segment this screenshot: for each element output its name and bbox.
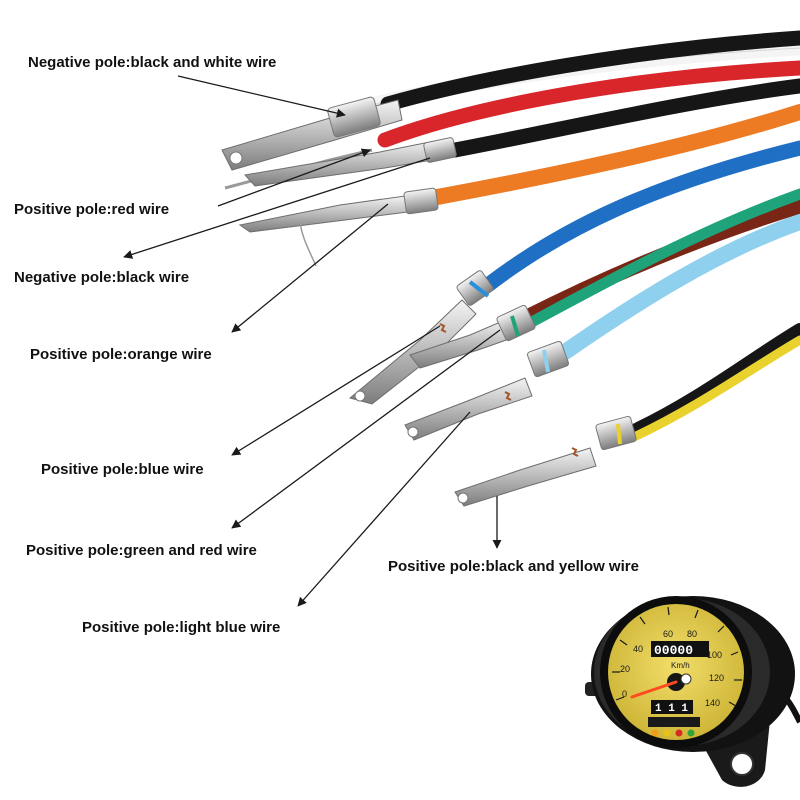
- indicator-lights: [648, 717, 700, 737]
- black-yellow-wire: [627, 335, 800, 443]
- odometer-window: [651, 641, 709, 657]
- connector-black-yellow: [454, 415, 637, 507]
- trip-reset-knob: [680, 673, 692, 685]
- speed-unit: Km/h: [671, 661, 690, 670]
- callout-labels: Negative pole:black and white wire Posit…: [14, 54, 639, 636]
- label-pos-red: Positive pole:red wire: [14, 201, 169, 218]
- arrow-pos-red: [217, 148, 371, 207]
- arrow-neg-black: [123, 157, 431, 259]
- black-wire: [447, 78, 800, 158]
- gauge-face: [608, 604, 744, 740]
- trip-window: [651, 700, 693, 714]
- orange-wire: [424, 104, 800, 206]
- gauge-needle: [630, 680, 678, 699]
- black-white-wire: [380, 30, 800, 112]
- arrow-pos-green-red: [231, 329, 501, 529]
- gauge-ticks: [612, 606, 742, 707]
- gauge-scale-40: 40: [633, 644, 643, 654]
- gauge-scale-20: 20: [620, 664, 630, 674]
- label-pos-lightblue: Positive pole:light blue wire: [82, 619, 280, 636]
- arrow-neg-bw: [177, 75, 346, 118]
- wire-bundle: [352, 30, 800, 443]
- arrow-pos-orange: [231, 203, 389, 333]
- connector-blue: [348, 270, 494, 405]
- arrow-pos-lightblue: [297, 411, 471, 607]
- odometer-value: 00000: [654, 643, 693, 658]
- label-neg-black: Negative pole:black wire: [14, 269, 189, 286]
- arrow-pos-blue: [231, 325, 441, 456]
- callout-arrows: [123, 75, 502, 607]
- connector-red-black: [244, 137, 457, 187]
- connector-light-blue: [404, 340, 570, 441]
- label-pos-green-red: Positive pole:green and red wire: [26, 542, 257, 559]
- connector-green-red: [409, 304, 536, 369]
- blue-wire: [480, 140, 800, 293]
- gauge-scale-0: 0: [622, 689, 627, 699]
- gauge-scale-80: 80: [687, 629, 697, 639]
- connectors: [221, 96, 637, 507]
- label-pos-black-yellow: Positive pole:black and yellow wire: [388, 558, 639, 575]
- gauge-scale-140: 140: [705, 698, 720, 708]
- trip-value: 1 1 1: [655, 703, 688, 715]
- light-blue-wire: [557, 214, 800, 360]
- gauge-scale-120: 120: [709, 673, 724, 683]
- connector-black-white: [221, 96, 403, 190]
- gauge-scale-60: 60: [663, 629, 673, 639]
- label-pos-blue: Positive pole:blue wire: [41, 461, 204, 478]
- red-wire: [377, 60, 800, 148]
- label-neg-bw: Negative pole:black and white wire: [28, 54, 276, 71]
- green-red-wire: [522, 188, 800, 330]
- speedometer: 0 20 40 60 80 100 120 140 00000 Km/h 1 1…: [585, 596, 800, 787]
- connector-orange: [238, 187, 439, 267]
- label-pos-orange: Positive pole:orange wire: [30, 346, 212, 363]
- gauge-scale-100: 100: [707, 650, 722, 660]
